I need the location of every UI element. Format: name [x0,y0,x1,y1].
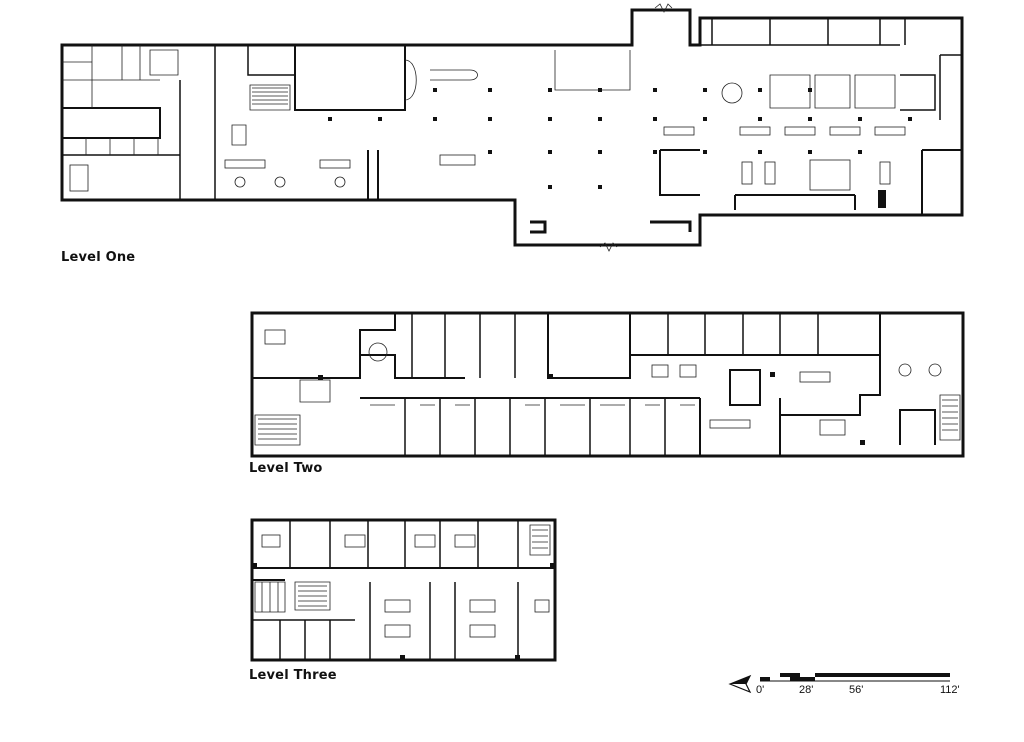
scale-tick-56: 56' [849,684,864,696]
level-one-label: Level One [61,250,136,265]
level-three-label: Level Three [249,668,337,683]
scale-tick-28: 28' [799,684,814,696]
level-two-plan [250,311,965,458]
scale-tick-0: 0' [756,684,765,696]
level-three-plan [250,518,557,662]
scale-bar [760,673,950,682]
level-one-plan [60,3,964,252]
scale-tick-112: 112' [940,684,960,696]
level-two-label: Level Two [249,461,323,476]
north-arrow-icon [728,674,752,694]
